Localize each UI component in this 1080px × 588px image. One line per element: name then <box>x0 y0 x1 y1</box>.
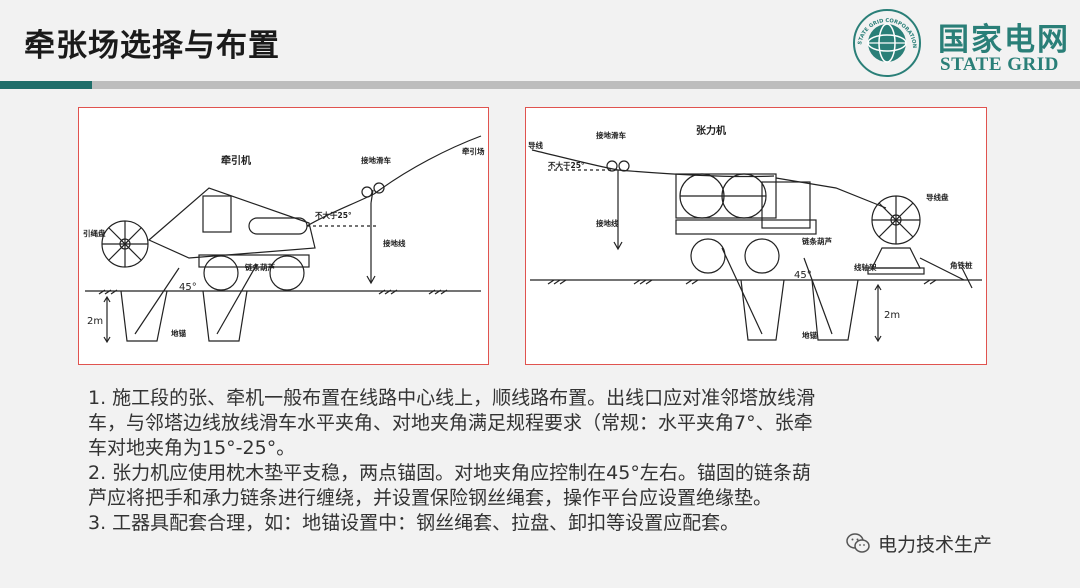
right-reel-stand-label: 线轴架 <box>854 262 877 272</box>
traction-machine-drawing: 牵引机 引绳盘 接地滑车 接地线 不大于25° 链条葫芦 牵引场 地锚 45° … <box>83 135 485 344</box>
left-angle-label: 不大于25° <box>315 210 352 220</box>
right-anchor-pile-label: 角铁桩 <box>950 260 973 270</box>
watermark-text: 电力技术生产 <box>878 534 993 556</box>
right-reel-label: 导线盘 <box>926 192 949 202</box>
logo-english-name: STATE GRID <box>940 54 1059 75</box>
right-ground-wire-label: 接地线 <box>596 218 619 228</box>
title-underline <box>92 81 1080 89</box>
state-grid-logo: STATE GRID CORPORATION OF CHINA 国家电网 STA… <box>852 8 1072 80</box>
right-ground-pulley-label: 接地滑车 <box>596 130 626 140</box>
state-grid-emblem-icon: STATE GRID CORPORATION OF CHINA <box>852 8 921 77</box>
body-line: 1. 施工段的张、牵机一般布置在线路中心线上，顺线路布置。出线口应对准邻塔放线滑 <box>88 387 816 409</box>
body-line: 芦应将把手和承力链条进行缠绕，并设置保险钢丝绳套，操作平台应设置绝缘垫。 <box>88 487 773 509</box>
watermark: 电力技术生产 <box>846 530 1056 556</box>
title-underline-accent <box>0 81 92 89</box>
body-text: 1. 施工段的张、牵机一般布置在线路中心线上，顺线路布置。出线口应对准邻塔放线滑… <box>88 386 988 536</box>
tension-machine-drawing: 张力机 接地滑车 不大于25° 接地线 导线 导线盘 链条葫芦 线轴架 角铁桩 … <box>528 124 982 343</box>
right-depth: 2m <box>884 310 900 321</box>
left-machine-label: 牵引机 <box>221 154 251 167</box>
right-chain-label: 链条葫芦 <box>802 236 832 246</box>
body-line: 车对地夹角为15°-25°。 <box>88 437 296 459</box>
left-reel-label: 引绳盘 <box>83 228 106 238</box>
right-conductor-label: 导线 <box>528 140 543 150</box>
left-traction-field-label: 牵引场 <box>462 146 485 156</box>
slide-title: 牵张场选择与布置 <box>24 28 280 64</box>
logo-chinese-name: 国家电网 <box>938 22 1070 58</box>
right-angle-label: 不大于25° <box>548 160 585 170</box>
right-anchor-label: 地锚 <box>802 330 817 340</box>
left-ground-wire-label: 接地线 <box>383 238 406 248</box>
left-anchor-label: 地锚 <box>171 328 186 338</box>
right-machine-label: 张力机 <box>696 124 726 137</box>
right-angle-45: 45° <box>794 270 812 281</box>
left-angle-45: 45° <box>179 282 197 293</box>
body-line: 3. 工器具配套合理，如：地锚设置中：钢丝绳套、拉盘、卸扣等设置应配套。 <box>88 512 740 534</box>
left-chain-label: 链条葫芦 <box>245 262 275 272</box>
left-ground-pulley-label: 接地滑车 <box>361 155 391 165</box>
tension-machine-diagram: 张力机 接地滑车 不大于25° 接地线 导线 导线盘 链条葫芦 线轴架 角铁桩 … <box>525 107 987 365</box>
body-line: 2. 张力机应使用枕木垫平支稳，两点锚固。对地夹角应控制在45°左右。锚固的链条… <box>88 462 811 484</box>
body-line: 车，与邻塔边线放线滑车水平夹角、对地夹角满足规程要求（常规：水平夹角7°、张牵 <box>88 412 813 434</box>
slide-header: 牵张场选择与布置 STATE GRID CORPORATION OF CHINA… <box>0 0 1080 89</box>
traction-machine-diagram: 牵引机 引绳盘 接地滑车 接地线 不大于25° 链条葫芦 牵引场 地锚 45° … <box>78 107 489 365</box>
left-depth: 2m <box>87 316 103 327</box>
wechat-icon <box>846 533 870 553</box>
